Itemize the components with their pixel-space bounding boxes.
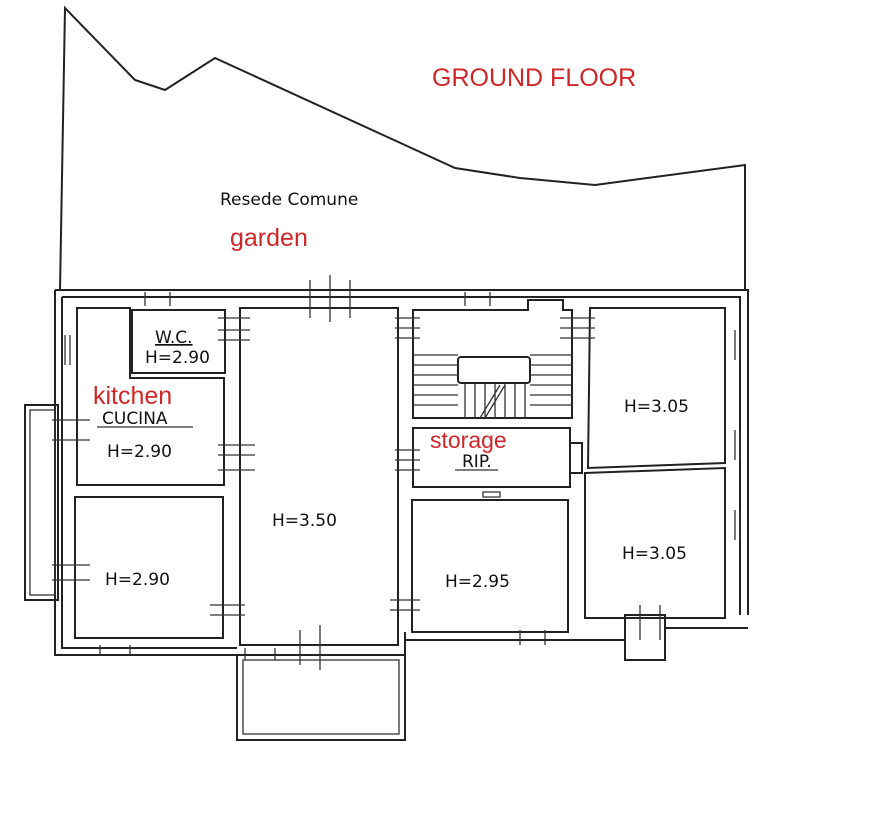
storage-niche (569, 442, 583, 474)
kitchen-height: H=2.90 (107, 442, 172, 462)
kitchen-walls (76, 307, 225, 486)
center-bottom-height: H=2.95 (445, 572, 510, 592)
outer-wall (54, 289, 749, 656)
garden-boundary (59, 5, 746, 291)
wc-height: H=2.90 (145, 348, 210, 368)
wc-walls (131, 309, 226, 374)
balcony-bottom-inner (242, 659, 400, 735)
right-top-height: H=3.05 (624, 397, 689, 417)
kitchen-label-it: CUCINA (102, 409, 168, 429)
central-height: H=3.50 (272, 511, 337, 531)
window-marks (52, 275, 741, 670)
balcony-right (624, 614, 666, 661)
garden-label-it: Resede Comune (220, 190, 358, 210)
wc-label: W.C. (155, 328, 193, 348)
balcony-bottom (236, 654, 406, 741)
storage-label-en: storage (430, 427, 507, 453)
central-room-walls (239, 307, 399, 646)
balcony-left-inner (29, 409, 56, 596)
storage-label-it: RIP. (462, 452, 492, 472)
garden-label-en: garden (230, 224, 308, 252)
right-bottom-room-walls (584, 466, 726, 619)
stair-walls (412, 299, 573, 419)
balcony-left (24, 404, 59, 601)
right-bottom-height: H=3.05 (622, 544, 687, 564)
center-bottom-room-walls (411, 499, 569, 633)
stair-well (457, 356, 531, 384)
stair-steps (413, 354, 572, 419)
bottom-left-height: H=2.90 (105, 570, 170, 590)
floor-title: GROUND FLOOR (432, 64, 636, 92)
bottom-left-room-walls (74, 496, 224, 639)
kitchen-label-en: kitchen (93, 382, 172, 410)
right-top-room-walls (586, 307, 726, 470)
